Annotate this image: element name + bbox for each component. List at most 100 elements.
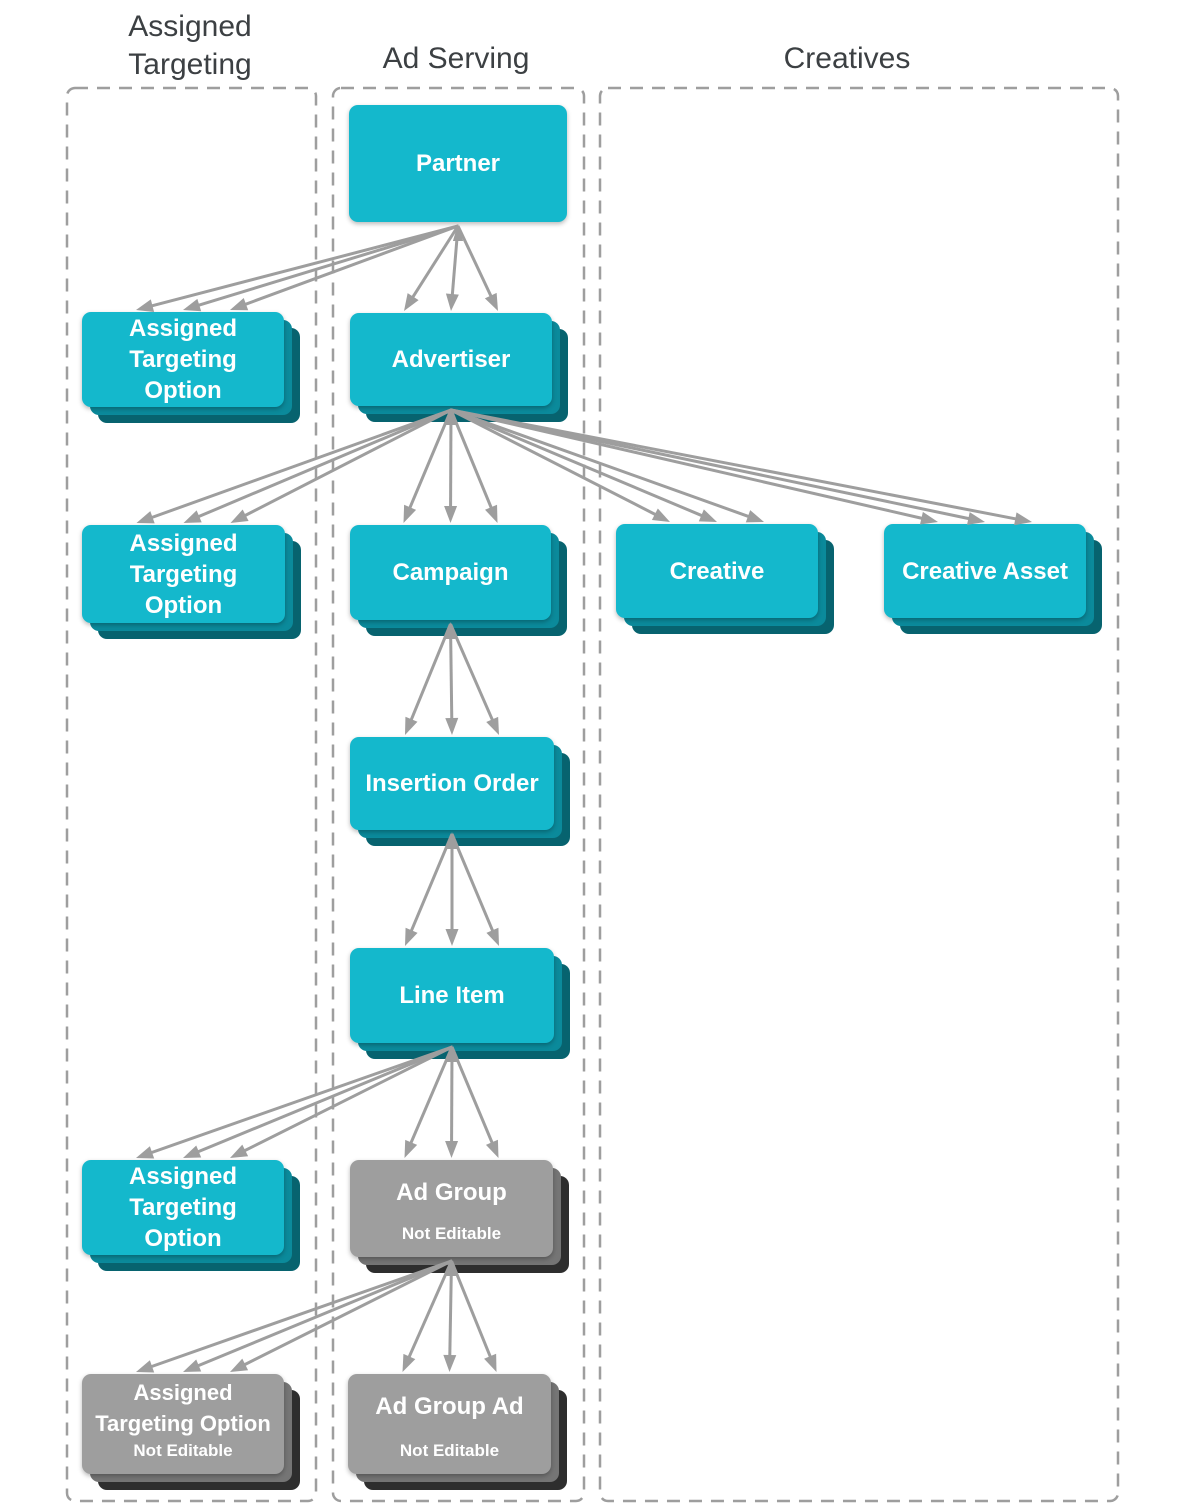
edge-ad-group-to-ad-group-ad [402, 1259, 497, 1372]
node-sublabel-assigned-targeting-option-4: Not Editable [133, 1441, 233, 1460]
arrowhead [484, 1353, 497, 1372]
arrowhead [183, 1359, 202, 1372]
arrowhead [444, 505, 458, 523]
node-label-creative: Creative [669, 557, 765, 585]
node-creative: Creative [616, 524, 834, 634]
node-face-partner: Partner [349, 105, 567, 222]
edge-ad-group-to-assigned-targeting-option-4 [136, 1259, 457, 1373]
node-sublabel-ad-group: Not Editable [401, 1224, 502, 1243]
node-sublabel-ad-group-ad: Not Editable [399, 1441, 500, 1460]
node-creative-asset: Creative Asset [884, 524, 1102, 634]
edge-partner-to-advertiser [404, 224, 498, 311]
edge-line [456, 225, 494, 299]
node-assigned-targeting-option-1: Assigned Targeting Option [82, 312, 300, 423]
arrowhead [745, 510, 764, 523]
node-label-ad-group-ad: Ad Group Ad [375, 1393, 524, 1420]
node-label-line-item: Line Item [399, 982, 505, 1009]
arrowhead [183, 510, 202, 523]
edge-line [450, 408, 659, 517]
node-face-creative: Creative [616, 524, 818, 618]
node-assigned-targeting-option-2: Assigned Targeting Option [82, 525, 301, 639]
node-label-assigned-targeting-option-4: Assigned Targeting Option [95, 1380, 271, 1436]
edge-line [450, 408, 925, 521]
arrowhead [445, 1140, 459, 1158]
column-header-assigned-targeting: Assigned Targeting [128, 10, 252, 81]
arrowhead [402, 1353, 416, 1372]
edge-line [450, 833, 495, 934]
node-face-advertiser: Advertiser [350, 313, 552, 406]
arrowhead [136, 1360, 155, 1373]
arrowhead [486, 927, 499, 946]
edge-line [195, 1259, 453, 1369]
edge-line-item-to-assigned-targeting-option-3 [136, 1045, 457, 1159]
edge-line [242, 408, 452, 518]
edge-line [195, 1045, 453, 1155]
edge-line [450, 1046, 495, 1146]
node-face-assigned-targeting-option-3: Assigned Targeting Option [82, 1160, 284, 1255]
arrowhead [405, 927, 418, 946]
edge-line [410, 225, 460, 300]
arrowhead [967, 512, 985, 525]
edge-line [408, 1046, 454, 1146]
column-border-assigned-targeting [65, 86, 318, 1503]
arrowhead [230, 298, 249, 311]
node-label-advertiser: Advertiser [391, 346, 511, 373]
edge-line [148, 1045, 453, 1155]
arrowhead [404, 293, 419, 311]
edge-line [149, 224, 459, 308]
node-face-insertion-order: Insertion Order [350, 737, 554, 830]
arrowhead [230, 509, 249, 523]
edge-advertiser-to-campaign [403, 408, 498, 523]
node-label-insertion-order: Insertion Order [365, 770, 539, 797]
column-header-creatives: Creatives [783, 42, 911, 75]
edge-partner-to-assigned-targeting-option-1 [136, 224, 463, 312]
column-header-ad-serving: Ad Serving [382, 42, 530, 75]
arrowhead [136, 299, 155, 312]
edge-advertiser-to-creative-asset [446, 408, 1032, 526]
edge-line [449, 623, 495, 723]
edge-line [148, 1259, 452, 1369]
edge-line [408, 623, 452, 723]
arrowhead [405, 716, 418, 735]
node-insertion-order: Insertion Order [350, 737, 570, 846]
node-partner: Partner [349, 105, 567, 222]
node-face-assigned-targeting-option-2: Assigned Targeting Option [82, 525, 285, 623]
node-face-assigned-targeting-option-1: Assigned Targeting Option [82, 312, 284, 407]
arrowhead [230, 1144, 249, 1158]
edge-line-item-to-ad-group [404, 1045, 499, 1158]
edge-line [449, 409, 494, 511]
node-face-campaign: Campaign [350, 525, 551, 620]
arrowhead [445, 929, 459, 946]
edge-line [450, 408, 972, 521]
node-face-ad-group-ad: Ad Group Ad Not Editable [348, 1374, 551, 1474]
edge-line [407, 409, 453, 511]
arrowhead [486, 716, 499, 735]
node-label-ad-group: Ad Group [396, 1179, 507, 1206]
arrowhead [445, 717, 459, 735]
edge-advertiser-to-creative [446, 408, 764, 523]
arrowhead [230, 1358, 249, 1372]
arrowhead [485, 504, 498, 523]
edge-line [242, 224, 459, 307]
edge-line [450, 225, 460, 298]
node-face-creative-asset: Creative Asset [884, 524, 1086, 618]
edge-line [195, 408, 452, 519]
arrowhead [453, 224, 463, 241]
node-assigned-targeting-option-3: Assigned Targeting Option [82, 1160, 300, 1271]
column-border-creatives [598, 86, 1120, 1503]
node-label-assigned-targeting-option-2: Assigned Targeting Option [129, 529, 238, 619]
edge-line [450, 408, 1019, 521]
edge-insertion-order-to-line-item [405, 832, 499, 946]
edge-line [241, 1045, 453, 1154]
arrowhead [136, 511, 155, 524]
arrowhead [136, 1146, 155, 1159]
arrowhead [445, 293, 459, 311]
arrowhead [485, 1139, 499, 1158]
edge-line [409, 833, 454, 934]
edge-line [449, 623, 454, 722]
arrowhead [698, 509, 717, 522]
